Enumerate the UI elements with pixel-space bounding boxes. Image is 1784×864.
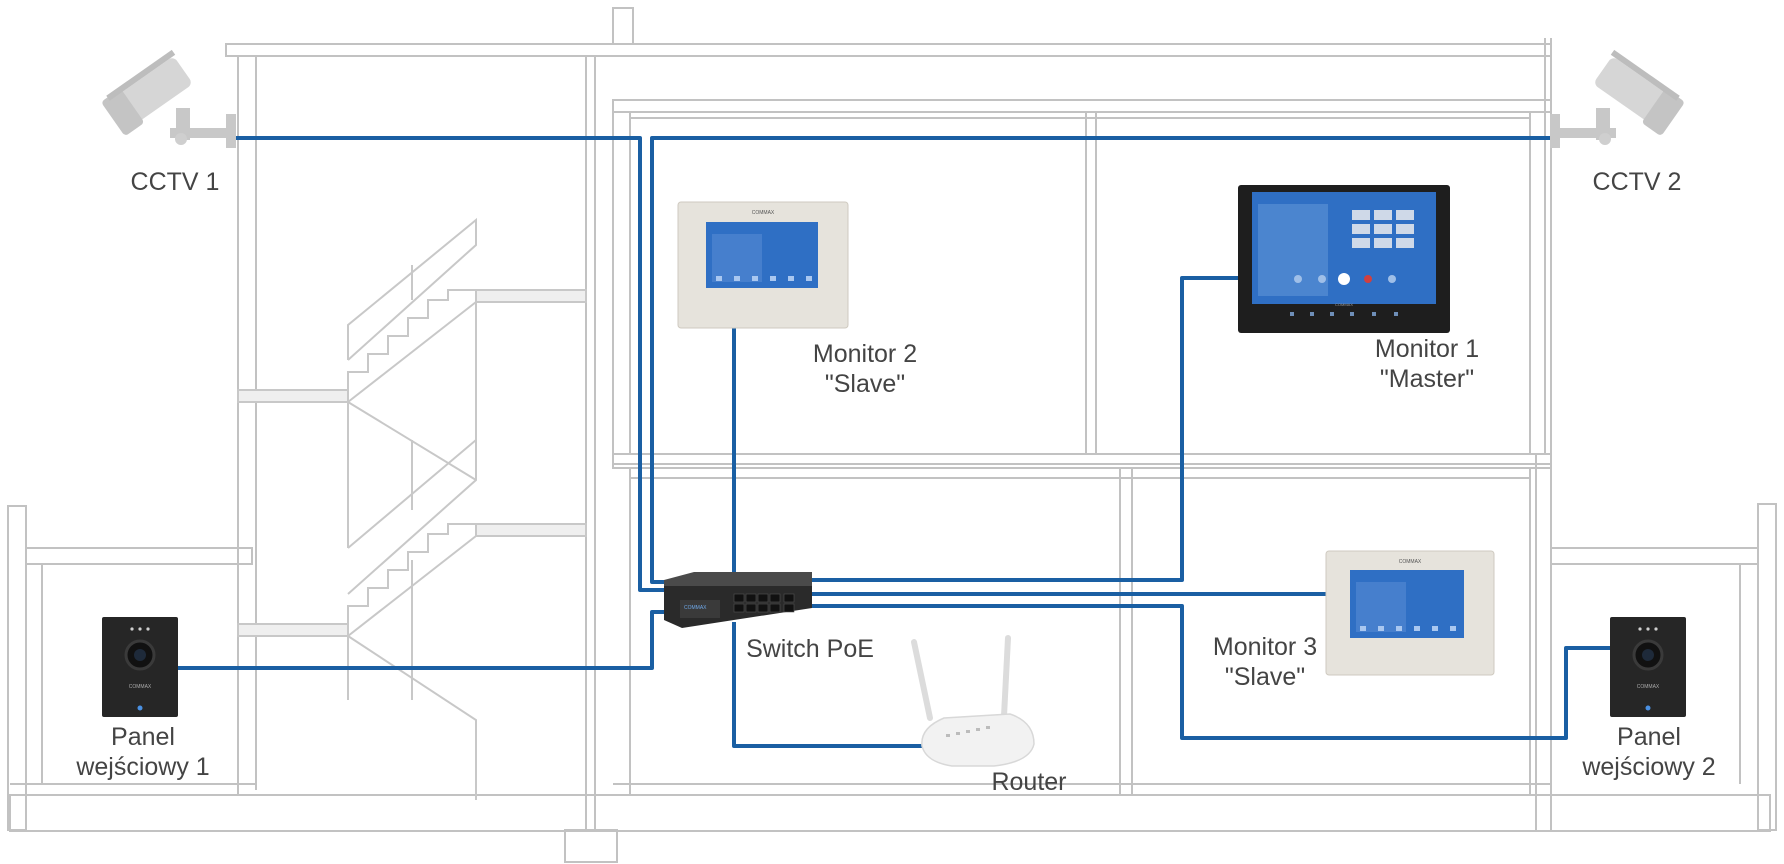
router-device	[911, 635, 1035, 767]
panel2-label: Panel wejściowy 2	[1574, 722, 1724, 782]
monitor3-label-line2: "Slave"	[1224, 663, 1306, 691]
panel2-label-line1: Panel	[1617, 723, 1681, 751]
monitor1-label-line1: Monitor 1	[1374, 335, 1480, 363]
svg-text:COMMAX: COMMAX	[752, 210, 775, 216]
cable-cctv1	[232, 136, 670, 592]
monitor1-label-line2: "Master"	[1379, 365, 1475, 393]
svg-text:COMMAX: COMMAX	[1335, 302, 1353, 307]
monitor1-device: COMMAX	[1238, 185, 1450, 333]
switch-poe-device: COMMAX	[664, 572, 812, 628]
cctv2-label-text: CCTV 2	[1592, 168, 1682, 196]
monitor2-label: Monitor 2 "Slave"	[800, 339, 930, 399]
staircase	[237, 217, 587, 800]
cable-monitor1	[810, 276, 1238, 582]
panel2-device: COMMAX	[1610, 617, 1686, 717]
cctv1-label-text: CCTV 1	[130, 168, 220, 196]
monitor3-label-line1: Monitor 3	[1212, 633, 1318, 661]
cctv1-camera-icon	[102, 49, 236, 148]
monitor2-device: COMMAX	[677, 201, 849, 329]
cctv1-label: CCTV 1	[120, 167, 230, 197]
monitor2-label-line2: "Slave"	[824, 370, 906, 398]
svg-text:COMMAX: COMMAX	[1637, 684, 1660, 690]
svg-text:COMMAX: COMMAX	[129, 684, 152, 690]
cable-router	[732, 622, 922, 748]
monitor1-label: Monitor 1 "Master"	[1362, 334, 1492, 394]
monitor2-label-line1: Monitor 2	[812, 340, 918, 368]
cable-panel1	[178, 610, 670, 670]
panel2-label-line2: wejściowy 2	[1582, 753, 1716, 781]
cctv2-label: CCTV 2	[1582, 167, 1692, 197]
building-outline	[7, 7, 1777, 863]
switch-label: Switch PoE	[740, 634, 880, 664]
router-label-text: Router	[991, 768, 1067, 796]
cable-panel2	[810, 604, 1610, 740]
monitor3-label: Monitor 3 "Slave"	[1200, 632, 1330, 692]
panel1-device: COMMAX	[102, 617, 178, 717]
cable-cctv2	[650, 136, 1552, 584]
network-cables	[178, 136, 1610, 748]
monitor3-device: COMMAX	[1325, 550, 1495, 676]
panel1-label-line1: Panel	[111, 723, 175, 751]
svg-text:COMMAX: COMMAX	[684, 605, 707, 611]
panel1-label-line2: wejściowy 1	[76, 753, 210, 781]
panel1-label: Panel wejściowy 1	[68, 722, 218, 782]
router-label: Router	[974, 767, 1084, 797]
switch-label-text: Switch PoE	[746, 635, 874, 663]
svg-text:COMMAX: COMMAX	[1399, 559, 1422, 565]
cctv2-camera-icon	[1550, 49, 1684, 148]
